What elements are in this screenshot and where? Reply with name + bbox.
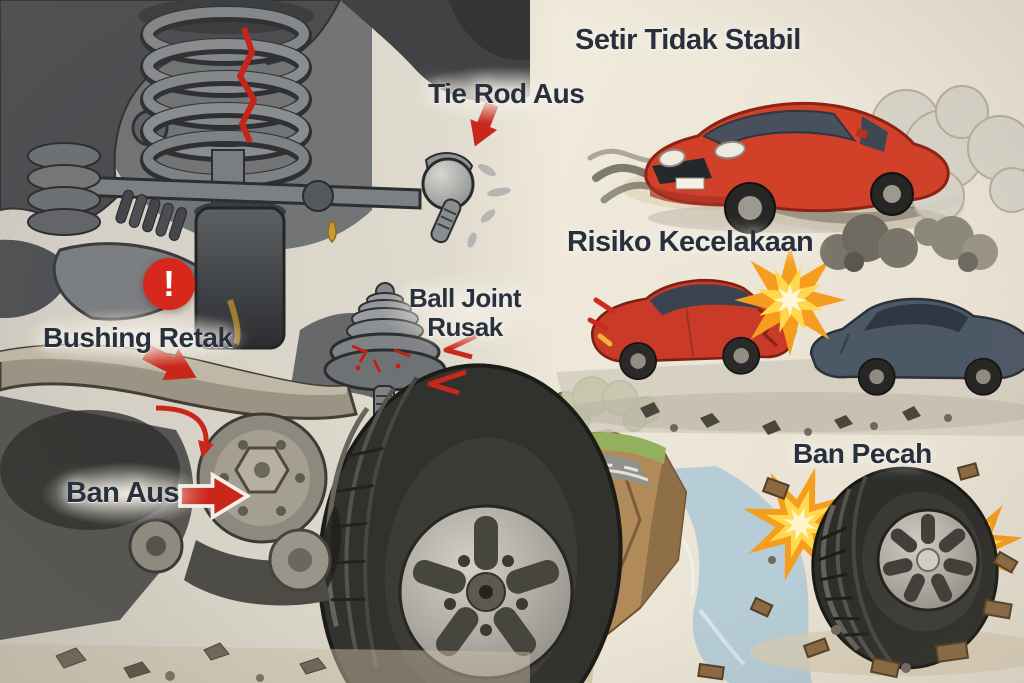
- label-halo: [40, 462, 210, 526]
- scene-title-accident: Risiko Kecelakaan: [567, 226, 814, 258]
- label-halo: [380, 270, 560, 350]
- label-bushing: Bushing Retak: [43, 322, 233, 353]
- warning-icon: !: [143, 258, 195, 310]
- label-halo: [408, 66, 598, 124]
- scene-title-steering: Setir Tidak Stabil: [575, 24, 801, 56]
- label-tire-worn: Ban Aus: [66, 477, 180, 509]
- scene-title-tire-burst: Ban Pecah: [793, 438, 932, 469]
- label-ball-joint: Ball Joint Rusak: [401, 283, 529, 343]
- label-tie-rod: Tie Rod Aus: [428, 78, 585, 109]
- label-ball-joint-line1: Ball Joint: [408, 283, 522, 313]
- label-halo: [20, 308, 250, 368]
- label-ball-joint-line2: Rusak: [427, 312, 503, 343]
